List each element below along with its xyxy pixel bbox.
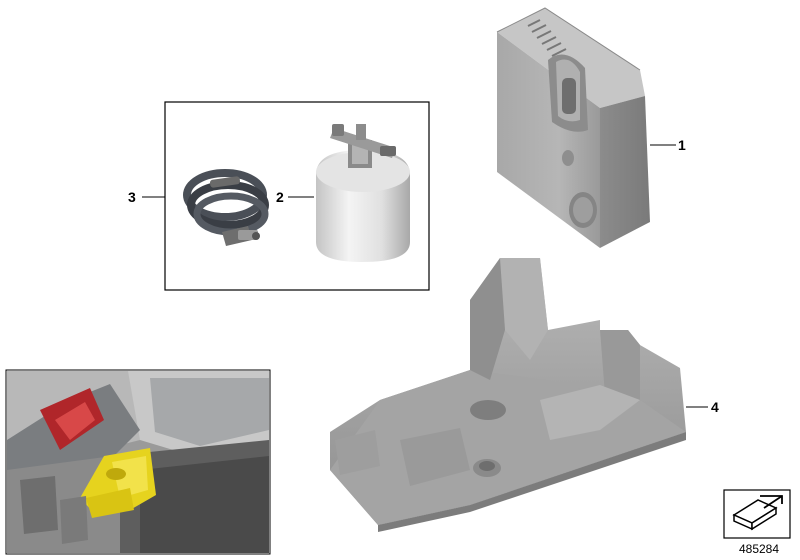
- callout-1: 1: [678, 137, 686, 153]
- navigation-box: [723, 489, 791, 539]
- callout-3: 3: [128, 189, 136, 205]
- callout-2: 2: [276, 189, 284, 205]
- callout-4: 4: [711, 399, 719, 415]
- foam-tray: [330, 258, 686, 532]
- compressor: [496, 7, 650, 248]
- hose-set: [183, 169, 269, 246]
- sealant-bottle: [316, 124, 410, 262]
- arrow-navigation-icon: [732, 495, 783, 531]
- catalog-number: 485284: [738, 542, 780, 556]
- kit-frame: [164, 101, 430, 291]
- vehicle-location-inset: [5, 369, 271, 555]
- compressor-vent-grille: [527, 19, 567, 57]
